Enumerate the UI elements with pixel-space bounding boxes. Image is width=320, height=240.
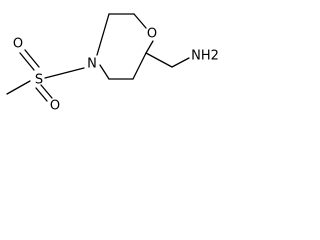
bond-c2-ch2 (145, 52, 173, 68)
bond-ring-top-right (133, 13, 147, 29)
structure-diagram: O N S O O NH2 (6, 13, 219, 114)
bond-ring-top-left (96, 13, 110, 56)
bond-ring-bottom-left (99, 64, 110, 80)
bond-s-o-bottom-a (35, 87, 48, 102)
bond-s-methyl (6, 80, 31, 95)
bond-s-o-bottom-b (40, 84, 53, 99)
ring-nitrogen-label: N (87, 57, 97, 72)
sulfonyl-oxygen-top-label: O (13, 37, 23, 52)
bond-n-s (44, 67, 85, 79)
bond-ring-bottom-right (132, 52, 147, 80)
sulfonyl-oxygen-bottom-label: O (50, 99, 60, 114)
bond-ch2-nh2 (171, 57, 190, 68)
bond-s-o-top-a (19, 52, 35, 71)
bond-s-o-top-b (24, 49, 40, 68)
ring-oxygen-label: O (147, 27, 157, 42)
bond-ring-right (145, 40, 154, 54)
sulfur-label: S (35, 73, 43, 88)
amine-label: NH2 (191, 49, 219, 64)
